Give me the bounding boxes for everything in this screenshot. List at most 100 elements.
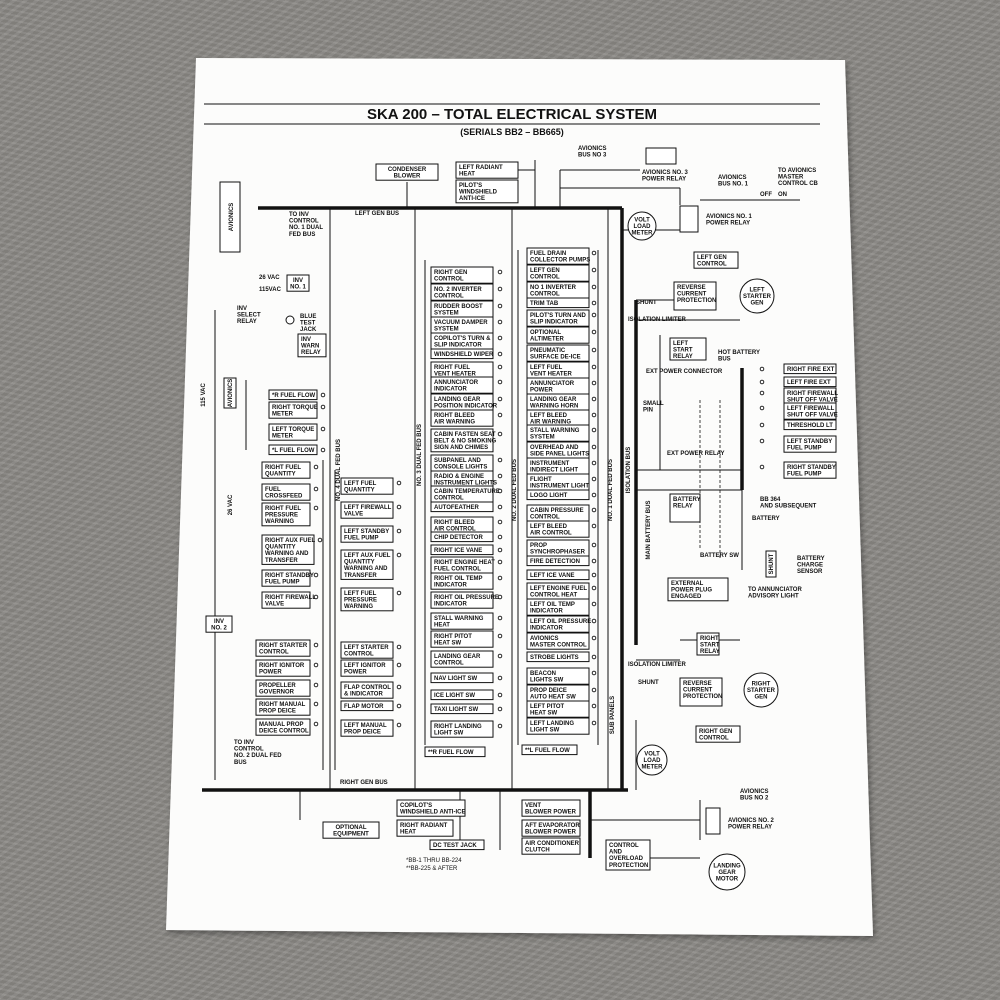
dc-test-jack: DC TEST JACK bbox=[433, 843, 477, 849]
pilots-windshield-anti-ice-box bbox=[455, 179, 519, 204]
right-gen-bus-label: RIGHT GEN BUS bbox=[340, 780, 388, 786]
col-b-item-2-box bbox=[340, 525, 394, 543]
col-a-item-2-box bbox=[268, 423, 318, 441]
shunt-bottom-label: SHUNT bbox=[638, 680, 659, 686]
page-title: SKA 200 – TOTAL ELECTRICAL SYSTEM bbox=[367, 106, 657, 123]
col-c-item-24: NAV LIGHT SW bbox=[434, 676, 478, 682]
circuit-breaker-symbol bbox=[497, 534, 503, 540]
circuit-breaker-symbol bbox=[320, 404, 326, 410]
col-c-item-7-box bbox=[430, 376, 494, 394]
col-b-item-7: FLAP CONTROL& INDICATOR bbox=[344, 685, 391, 698]
col-d-item-19-box bbox=[526, 555, 590, 567]
col-b-item-6-box bbox=[340, 659, 394, 677]
inv-no2-box bbox=[205, 615, 233, 633]
col-b-item-0-box bbox=[340, 477, 394, 495]
no2-relay-box bbox=[705, 807, 721, 835]
col-d-item-23-box bbox=[526, 615, 590, 633]
shunt-vertical-label: SHUNT bbox=[769, 553, 775, 574]
circuit-breaker-symbol bbox=[759, 422, 765, 428]
reverse-current-protection-right-box bbox=[679, 677, 723, 707]
col-d-item-20: LEFT ICE VANE bbox=[530, 573, 575, 579]
circuit-breaker-symbol bbox=[313, 486, 319, 492]
isolation-limiter-bottom-label: ISOLATION LIMITER bbox=[628, 662, 687, 668]
circuit-breaker-symbol bbox=[591, 585, 597, 591]
inv-warn-relay-box bbox=[297, 333, 327, 358]
circuit-breaker-symbol bbox=[591, 396, 597, 402]
col-d-item-1-box bbox=[526, 264, 590, 282]
left-gen-control-box bbox=[693, 251, 739, 269]
circuit-breaker-symbol bbox=[497, 488, 503, 494]
hot-bus-item-1: LEFT FIRE EXT bbox=[787, 380, 831, 386]
avionics-label: AVIONICS bbox=[229, 203, 235, 232]
circuit-breaker-symbol bbox=[396, 644, 402, 650]
col-d-item-5-box bbox=[526, 326, 590, 344]
circuit-breaker-symbol bbox=[591, 347, 597, 353]
circuit-breaker-symbol bbox=[497, 335, 503, 341]
hot-bus-item-6-box bbox=[783, 461, 837, 479]
col-a-item-0-box bbox=[268, 389, 318, 401]
circuit-breaker-symbol bbox=[591, 427, 597, 433]
col-c-item-26: TAXI LIGHT SW bbox=[434, 707, 479, 713]
circuit-breaker-symbol bbox=[591, 250, 597, 256]
bus-lines bbox=[202, 206, 744, 858]
circuit-breaker-symbol bbox=[313, 572, 319, 578]
left-starter-gen-circle bbox=[739, 278, 775, 314]
circuit-breaker-symbol bbox=[313, 701, 319, 707]
col-a-item-10-box bbox=[255, 639, 311, 657]
circuit-breaker-symbol bbox=[497, 379, 503, 385]
circuit-breaker-symbol bbox=[591, 523, 597, 529]
circuit-breaker-symbol bbox=[591, 542, 597, 548]
circuit-breaker-symbol bbox=[497, 615, 503, 621]
circuit-breaker-symbol bbox=[497, 457, 503, 463]
hot-bus-item-0: RIGHT FIRE EXT bbox=[787, 367, 835, 373]
circuit-breaker-symbol bbox=[313, 721, 319, 727]
col-a-item-0: *R FUEL FLOW bbox=[272, 393, 316, 399]
circuit-breaker-symbol bbox=[497, 504, 503, 510]
circuit-breaker-symbol bbox=[396, 528, 402, 534]
footnote-1: *BB-1 THRU BB-224 bbox=[406, 858, 462, 864]
circuit-breaker-symbol bbox=[396, 480, 402, 486]
col-d-item-30-box bbox=[521, 744, 578, 756]
shunt-vertical-box bbox=[765, 550, 777, 578]
inv-no1-box bbox=[286, 274, 310, 292]
circuit-breaker-symbol bbox=[313, 464, 319, 470]
no1-relay-box bbox=[679, 205, 699, 233]
circuit-breaker-symbol bbox=[591, 492, 597, 498]
paper-sheet bbox=[166, 58, 873, 936]
col-c-item-0-box bbox=[430, 266, 494, 284]
volt-load-meter-top-circle bbox=[627, 211, 657, 241]
battery-sw-label: BATTERY SW bbox=[700, 553, 739, 559]
circuit-breaker-symbol bbox=[497, 319, 503, 325]
